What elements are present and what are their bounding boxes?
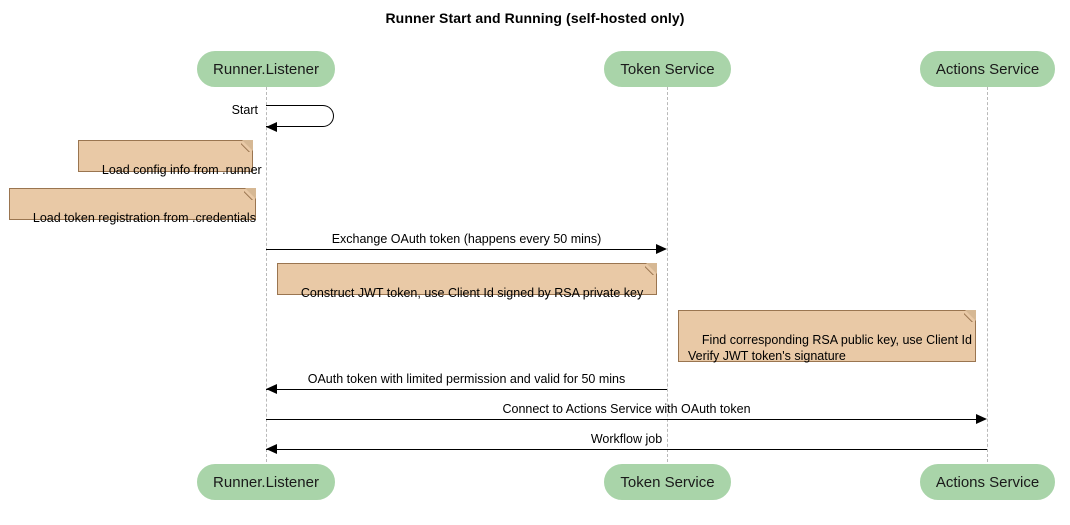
- note-load-token-registration: Load token registration from .credential…: [9, 188, 256, 225]
- message-exchange-oauth-label: Exchange OAuth token (happens every 50 m…: [331, 232, 602, 246]
- lifeline-token: [667, 87, 668, 462]
- note-verify-jwt-text: Find corresponding RSA public key, use C…: [688, 333, 972, 363]
- participant-actions-top-label: Actions Service: [935, 60, 1040, 78]
- note-fold-edge-icon: [244, 188, 256, 200]
- participant-runner-bottom[interactable]: Runner.Listener: [197, 464, 335, 500]
- note-load-config: Load config info from .runner: [78, 140, 262, 177]
- message-exchange-oauth-arrowhead: [656, 244, 667, 254]
- message-workflow-job-arrowhead: [266, 444, 277, 454]
- note-fold-edge-icon: [645, 263, 657, 275]
- note-load-config-text: Load config info from .runner: [101, 163, 262, 177]
- participant-token-bottom-label: Token Service: [620, 473, 715, 491]
- message-connect-actions-label: Connect to Actions Service with OAuth to…: [502, 402, 751, 416]
- note-load-token-registration-text: Load token registration from .credential…: [32, 211, 256, 225]
- lifeline-actions: [987, 87, 988, 462]
- message-start-arrowhead: [266, 122, 277, 132]
- note-fold-edge-icon: [241, 140, 253, 152]
- participant-token-top[interactable]: Token Service: [604, 51, 731, 87]
- message-start-loop: [266, 105, 334, 127]
- message-connect-actions-line: [266, 419, 978, 420]
- message-oauth-return-arrowhead: [266, 384, 277, 394]
- diagram-title: Runner Start and Running (self-hosted on…: [385, 10, 685, 26]
- lifeline-runner: [266, 87, 267, 462]
- participant-token-bottom[interactable]: Token Service: [604, 464, 731, 500]
- participant-runner-top[interactable]: Runner.Listener: [197, 51, 335, 87]
- note-construct-jwt: Construct JWT token, use Client Id signe…: [277, 263, 657, 300]
- note-verify-jwt: Find corresponding RSA public key, use C…: [678, 310, 976, 363]
- participant-actions-top[interactable]: Actions Service: [920, 51, 1055, 87]
- message-workflow-job-line: [266, 449, 987, 450]
- participant-runner-bottom-label: Runner.Listener: [213, 473, 319, 491]
- message-exchange-oauth-line: [266, 249, 658, 250]
- message-workflow-job-label: Workflow job: [590, 432, 663, 446]
- participant-actions-bottom-label: Actions Service: [935, 473, 1040, 491]
- message-oauth-return-label: OAuth token with limited permission and …: [307, 372, 626, 386]
- message-start-label: Start: [231, 103, 258, 117]
- note-construct-jwt-text: Construct JWT token, use Client Id signe…: [300, 286, 644, 300]
- message-oauth-return-line: [266, 389, 667, 390]
- note-fold-edge-icon: [964, 310, 976, 322]
- participant-runner-top-label: Runner.Listener: [213, 60, 319, 78]
- participant-token-top-label: Token Service: [620, 60, 715, 78]
- participant-actions-bottom[interactable]: Actions Service: [920, 464, 1055, 500]
- message-connect-actions-arrowhead: [976, 414, 987, 424]
